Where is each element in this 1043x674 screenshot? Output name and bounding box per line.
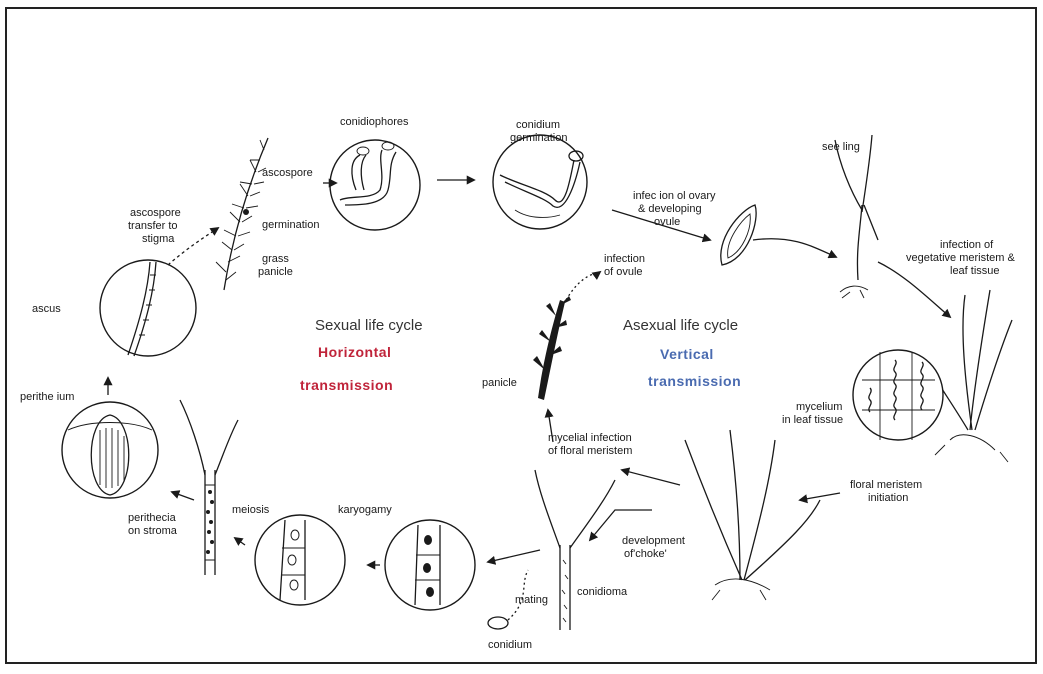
- infected-panicle-drawing: [533, 272, 600, 400]
- label-ascospore-transfer-1: ascospore: [130, 207, 181, 219]
- label-ovule: ovule: [654, 216, 680, 228]
- conidioma-drawing: [535, 470, 615, 630]
- label-panicle: panicle: [482, 377, 517, 389]
- sexual-cycle-title: Sexual life cycle: [315, 317, 423, 334]
- ascus-circle: [100, 260, 196, 356]
- conidium-germination-circle: [493, 135, 587, 229]
- label-seedling: see ling: [822, 141, 860, 153]
- label-mycelial-infection: mycelial infection: [548, 432, 632, 444]
- label-of-choke: of'choke': [624, 548, 667, 560]
- label-development: development: [622, 535, 685, 547]
- vertical-label: Vertical: [660, 346, 714, 362]
- vertical-transmission-label: transmission: [648, 373, 741, 389]
- meiosis-circle: [255, 515, 345, 605]
- label-conidium: conidium: [516, 119, 560, 131]
- label-mating: mating: [515, 594, 548, 606]
- karyogamy-circle: [385, 520, 475, 610]
- label-infection-of: infection of: [940, 239, 994, 251]
- label-infection-ovary: infec ion ol ovary: [633, 190, 716, 202]
- choke-plant-drawing: [685, 430, 820, 600]
- label-ascospore: ascospore: [262, 167, 313, 179]
- perithecium-circle: [62, 402, 158, 498]
- stroma-stem-drawing: [180, 400, 238, 575]
- label-of-ovule: of ovule: [604, 266, 643, 278]
- label-developing: & developing: [638, 203, 702, 215]
- conidiophores-circle: [330, 140, 420, 230]
- label-ascospore-transfer-2: transfer to: [128, 220, 178, 232]
- label-ascus: ascus: [32, 303, 61, 315]
- label-ascospore-transfer-3: stigma: [142, 233, 175, 245]
- label-mycelium: mycelium: [796, 401, 842, 413]
- label-infection: infection: [604, 253, 645, 265]
- label-perithecium: perithe ium: [20, 391, 74, 403]
- label-conidium-spore: conidium: [488, 639, 532, 651]
- ovule-drawing: [721, 205, 756, 265]
- cycle-titles: Sexual life cycle Horizontal transmissio…: [300, 317, 741, 393]
- label-panicle-grass: panicle: [258, 266, 293, 278]
- label-on-stroma: on stroma: [128, 525, 178, 537]
- horizontal-label: Horizontal: [318, 344, 391, 360]
- label-in-leaf-tissue: in leaf tissue: [782, 414, 843, 426]
- label-vegetative-meristem: vegetative meristem &: [906, 252, 1015, 264]
- asexual-cycle-title: Asexual life cycle: [623, 317, 738, 334]
- label-grass: grass: [262, 253, 289, 265]
- label-leaf-tissue: leaf tissue: [950, 265, 1000, 277]
- label-of-floral-meristem: of floral meristem: [548, 445, 632, 457]
- label-meiosis: meiosis: [232, 504, 270, 516]
- horizontal-transmission-label: transmission: [300, 377, 393, 393]
- conidium-spore-drawing: [488, 617, 508, 629]
- label-conidiophores: conidiophores: [340, 116, 409, 128]
- label-karyogamy: karyogamy: [338, 504, 392, 516]
- label-floral-meristem: floral meristem: [850, 479, 922, 491]
- label-conidioma: conidioma: [577, 586, 628, 598]
- seedling-drawing: [835, 135, 878, 298]
- label-conidium-germination: germination: [510, 132, 567, 144]
- mycelium-circle: [853, 350, 943, 440]
- label-perithecia: perithecia: [128, 512, 177, 524]
- label-germination: germination: [262, 219, 319, 231]
- label-initiation: initiation: [868, 492, 908, 504]
